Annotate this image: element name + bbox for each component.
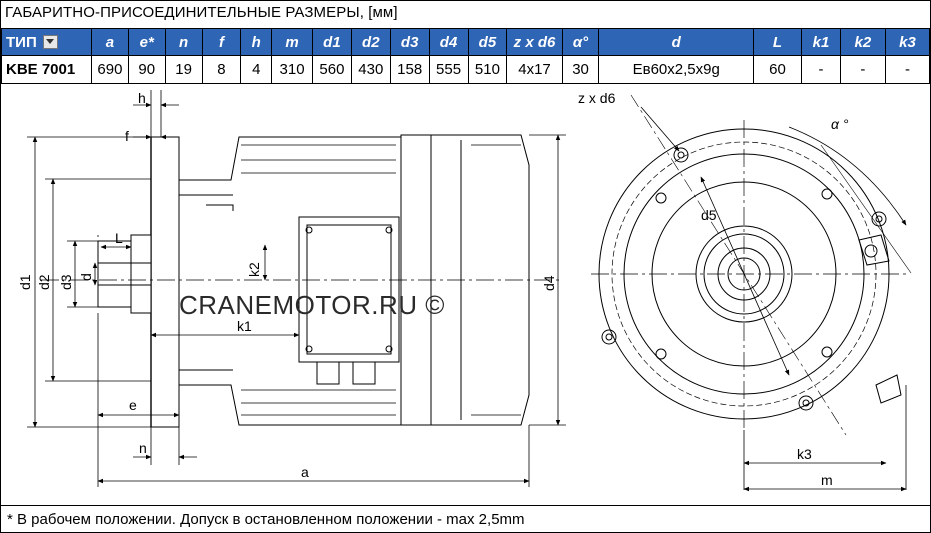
cell-e: 90: [127, 55, 166, 84]
cell-type: KBE 7001: [0, 55, 93, 84]
label-d3: d3: [58, 274, 74, 290]
sheet-title: ГАБАРИТНО-ПРИСОЕДИНИТЕЛЬНЫЕ РАЗМЕРЫ, [мм…: [5, 4, 398, 21]
label-L: L: [115, 230, 123, 246]
header-alpha: α°: [561, 28, 600, 56]
header-d5: d5: [467, 28, 508, 56]
side-view: [41, 134, 561, 428]
label-n: n: [139, 440, 147, 456]
label-e: e: [129, 397, 137, 413]
cell-d3: 158: [389, 55, 430, 84]
cell-L: 60: [752, 55, 803, 84]
label-k2: k2: [246, 262, 262, 277]
cell-d4: 555: [428, 55, 469, 84]
label-d4: d4: [541, 275, 557, 291]
cell-k3: -: [884, 55, 931, 84]
header-m: m: [271, 28, 313, 56]
table-header-row: ТИП a e* n f h m d1 d2 d3 d4 d5 z x d6 α…: [0, 28, 931, 56]
cell-h: 4: [240, 55, 273, 84]
label-a: a: [301, 464, 309, 480]
technical-drawing: h f L d d1 d2 d3 d4 e n a k1 k2: [1, 85, 930, 505]
cell-f: 8: [201, 55, 242, 84]
cell-zxd6: 4x17: [506, 55, 563, 84]
cell-d2: 430: [350, 55, 391, 84]
watermark: CRANEMOTOR.RU ©: [179, 290, 445, 320]
header-type[interactable]: ТИП: [0, 28, 93, 56]
label-k1: k1: [237, 318, 252, 334]
header-d2: d2: [350, 28, 391, 56]
table-row: KBE 7001 690 90 19 8 4 310 560 430 158 5…: [0, 55, 931, 84]
label-d5: d5: [701, 207, 717, 223]
cell-k2: -: [839, 55, 886, 84]
label-zxd6: z x d6: [578, 90, 616, 106]
header-L: L: [752, 28, 803, 56]
label-h: h: [138, 90, 146, 106]
header-d3: d3: [389, 28, 430, 56]
label-d: d: [78, 273, 94, 281]
footnote: * В рабочем положении. Допуск в остановл…: [1, 505, 930, 532]
label-m: m: [821, 472, 833, 488]
label-d2: d2: [36, 274, 52, 290]
filter-dropdown-icon[interactable]: [42, 34, 58, 49]
front-dimensions: [640, 106, 907, 492]
header-h: h: [240, 28, 273, 56]
header-d4: d4: [428, 28, 469, 56]
front-view: [591, 94, 912, 436]
label-k3: k3: [797, 446, 812, 462]
cell-n: 19: [164, 55, 203, 84]
header-d: d: [598, 28, 754, 56]
side-dimensions: [27, 90, 566, 487]
label-d1: d1: [17, 274, 33, 290]
header-a: a: [91, 28, 129, 56]
header-e: e*: [127, 28, 166, 56]
header-k1: k1: [801, 28, 841, 56]
header-zxd6: z x d6: [506, 28, 563, 56]
cell-m: 310: [271, 55, 313, 84]
cell-a: 690: [91, 55, 129, 84]
header-k3: k3: [884, 28, 931, 56]
header-f: f: [201, 28, 242, 56]
cell-k1: -: [801, 55, 841, 84]
header-k2: k2: [839, 28, 886, 56]
motor-drawing-svg: h f L d d1 d2 d3 d4 e n a k1 k2: [17, 90, 912, 492]
header-n: n: [164, 28, 203, 56]
label-f: f: [125, 128, 129, 144]
dimensions-table: ТИП a e* n f h m d1 d2 d3 d4 d5 z x d6 α…: [0, 28, 931, 84]
header-d1: d1: [312, 28, 352, 56]
label-alpha: α °: [831, 116, 849, 132]
cell-alpha: 30: [561, 55, 600, 84]
cell-d: Ев60x2,5x9g: [598, 55, 754, 84]
cell-d5: 510: [467, 55, 508, 84]
cell-d1: 560: [312, 55, 352, 84]
